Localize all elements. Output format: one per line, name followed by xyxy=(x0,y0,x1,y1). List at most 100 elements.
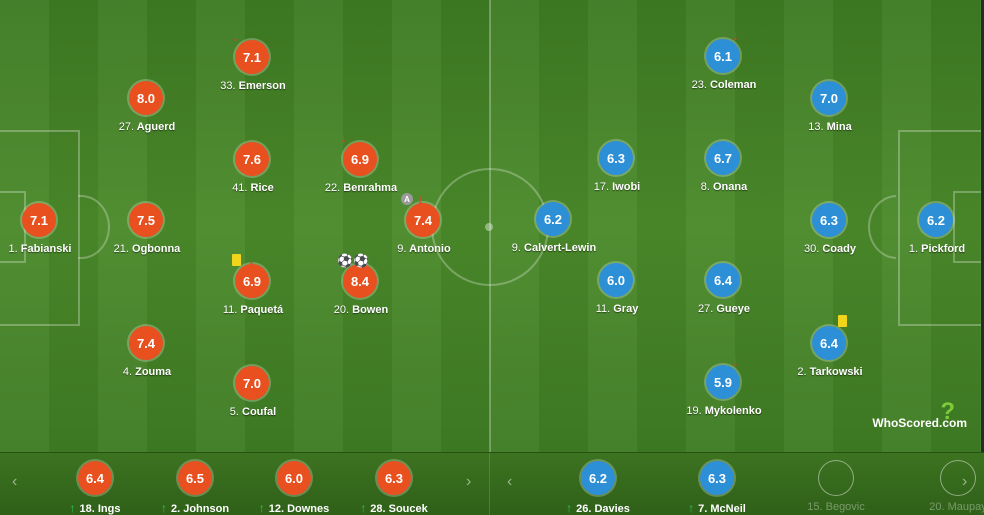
player-name: 8. Onana xyxy=(700,181,748,193)
player-antonio[interactable]: 7.4 9. Antonio xyxy=(364,203,484,273)
player-coufal[interactable]: 7.0 5. Coufal xyxy=(193,366,313,436)
player-tarkowski[interactable]: 6.4 2. Tarkowski xyxy=(770,326,890,396)
player-name: 20. Maupay xyxy=(929,501,984,513)
sub-off-arrow-icon: ↓ xyxy=(232,28,239,44)
player-mina[interactable]: 7.0 13. Mina xyxy=(770,81,890,151)
sub-on-arrow-icon: ↑ xyxy=(258,501,265,515)
sub-on-arrow-icon: ↑ xyxy=(360,501,367,515)
player-name: 30. Coady xyxy=(804,243,856,255)
player-name: 11. Gray xyxy=(595,303,639,315)
rating-badge: 6.4 xyxy=(812,326,846,360)
sub-mcneil[interactable]: 6.3 ↑7. McNeil xyxy=(662,457,772,515)
sub-downes[interactable]: 6.0 ↑12. Downes xyxy=(239,457,349,515)
away-bench-next-icon[interactable]: › xyxy=(962,473,968,490)
player-name: 15. Begovic xyxy=(807,501,865,513)
player-coady[interactable]: 6.3 30. Coady xyxy=(770,203,890,273)
player-rice[interactable]: 7.6 41. Rice xyxy=(193,142,313,212)
home-bench-next-icon[interactable]: › xyxy=(466,473,472,490)
rating-badge: 7.0 xyxy=(235,366,269,400)
player-name: 4. Zouma xyxy=(122,366,172,378)
right-goal-area xyxy=(953,191,981,263)
player-name: ↑18. Ings xyxy=(69,501,121,515)
sub-soucek[interactable]: 6.3 ↑28. Soucek xyxy=(339,457,449,515)
player-onana[interactable]: 6.7 8. Onana xyxy=(664,141,784,211)
rating-badge: 6.2 xyxy=(919,203,953,237)
sub-off-arrow-icon: ↓ xyxy=(248,251,255,267)
player-gray[interactable]: 6.0 11. Gray xyxy=(557,263,677,333)
rating-badge: 6.9 xyxy=(235,264,269,298)
player-gueye[interactable]: 6.4 27. Gueye xyxy=(664,263,784,333)
sub-off-arrow-icon: ↓ xyxy=(417,191,424,207)
player-fabianski[interactable]: 7.1 1. Fabianski xyxy=(0,203,100,273)
player-ogbonna[interactable]: 7.5 21. Ogbonna xyxy=(87,203,207,273)
player-benrahma[interactable]: 6.9 22. Benrahma xyxy=(301,142,421,212)
sub-begovic[interactable]: 15. Begovic xyxy=(781,457,891,515)
player-name: 2. Tarkowski xyxy=(797,366,863,378)
center-spot xyxy=(485,223,493,231)
player-name: ↑2. Johnson xyxy=(160,501,230,515)
rating-badge: 7.5 xyxy=(129,203,163,237)
player-name: ↑28. Soucek xyxy=(360,501,428,515)
rating-badge: 7.1 xyxy=(22,203,56,237)
player-name: 27. Gueye xyxy=(698,303,750,315)
player-name: 9. Calvert-Lewin xyxy=(511,242,597,254)
rating-badge: 6.0 xyxy=(599,263,633,297)
logo-mark-icon: ? xyxy=(940,398,955,425)
rating-badge: 6.7 xyxy=(706,141,740,175)
player-zouma[interactable]: 7.4 4. Zouma xyxy=(87,326,207,396)
player-name: 9. Antonio xyxy=(397,243,451,255)
player-emerson[interactable]: 7.1 33. Emerson xyxy=(193,40,313,110)
player-name: 23. Coleman xyxy=(691,79,757,91)
substitutes-bar: ‹ › ‹ › 6.4 ↑18. Ings 6.5 ↑2. Johnson 6.… xyxy=(0,452,984,515)
sub-ings[interactable]: 6.4 ↑18. Ings xyxy=(40,457,150,515)
player-pickford[interactable]: 6.2 1. Pickford xyxy=(877,203,981,273)
player-name: 13. Mina xyxy=(808,121,852,133)
rating-badge: 6.3 xyxy=(700,461,734,495)
away-bench-prev-icon[interactable]: ‹ xyxy=(507,473,513,490)
home-bench-prev-icon[interactable]: ‹ xyxy=(12,473,18,490)
player-name: 21. Ogbonna xyxy=(113,243,181,255)
yellow-card-icon xyxy=(232,254,241,266)
sub-johnson[interactable]: 6.5 ↑2. Johnson xyxy=(140,457,250,515)
player-calvert-lewin[interactable]: 6.2 9. Calvert-Lewin xyxy=(494,202,614,272)
rating-badge xyxy=(819,461,853,495)
sub-off-arrow-icon: ↓ xyxy=(732,353,739,369)
player-name: ↑12. Downes xyxy=(258,501,330,515)
player-name: 19. Mykolenko xyxy=(686,405,762,417)
player-bowen[interactable]: 8.4 20. Bowen xyxy=(301,264,421,334)
player-mykolenko[interactable]: 5.9 19. Mykolenko xyxy=(664,365,784,435)
sub-maupay[interactable]: 20. Maupay xyxy=(903,457,984,515)
bench-divider xyxy=(489,453,490,515)
player-name: 11. Paquetá xyxy=(222,304,284,316)
rating-badge: 6.5 xyxy=(178,461,212,495)
player-name: 41. Rice xyxy=(232,182,274,194)
player-iwobi[interactable]: 6.3 17. Iwobi xyxy=(557,141,677,211)
rating-badge: 6.4 xyxy=(78,461,112,495)
goal-icon: ⚽⚽ xyxy=(337,253,370,268)
rating-badge: 7.4 xyxy=(129,326,163,360)
player-name: 1. Fabianski xyxy=(8,243,72,255)
rating-badge: 6.3 xyxy=(377,461,411,495)
player-name: 22. Benrahma xyxy=(324,182,398,194)
whoscored-logo: ? WhoScored.com xyxy=(872,398,967,430)
right-penalty-area xyxy=(898,130,981,326)
rating-badge: 6.4 xyxy=(706,263,740,297)
sub-on-arrow-icon: ↑ xyxy=(160,501,167,515)
rating-badge: 6.2 xyxy=(581,461,615,495)
player-name: 20. Bowen xyxy=(333,304,389,316)
player-name: 27. Aguerd xyxy=(118,121,176,133)
player-coleman[interactable]: 6.1 23. Coleman xyxy=(664,39,784,109)
rating-badge: 6.9 xyxy=(343,142,377,176)
player-name: 33. Emerson xyxy=(220,80,286,92)
player-name: ↑26. Davies xyxy=(566,501,630,515)
rating-badge xyxy=(941,461,975,495)
rating-badge: 7.6 xyxy=(235,142,269,176)
rating-badge: 6.1 xyxy=(706,39,740,73)
player-name: 1. Pickford xyxy=(908,243,966,255)
yellow-card-icon xyxy=(838,315,847,327)
player-name: 17. Iwobi xyxy=(593,181,641,193)
rating-badge: 7.1 xyxy=(235,40,269,74)
player-aguerd[interactable]: 8.0 27. Aguerd xyxy=(87,81,207,151)
sub-davies[interactable]: 6.2 ↑26. Davies xyxy=(543,457,653,515)
player-paqueta[interactable]: 6.9 11. Paquetá xyxy=(193,264,313,334)
